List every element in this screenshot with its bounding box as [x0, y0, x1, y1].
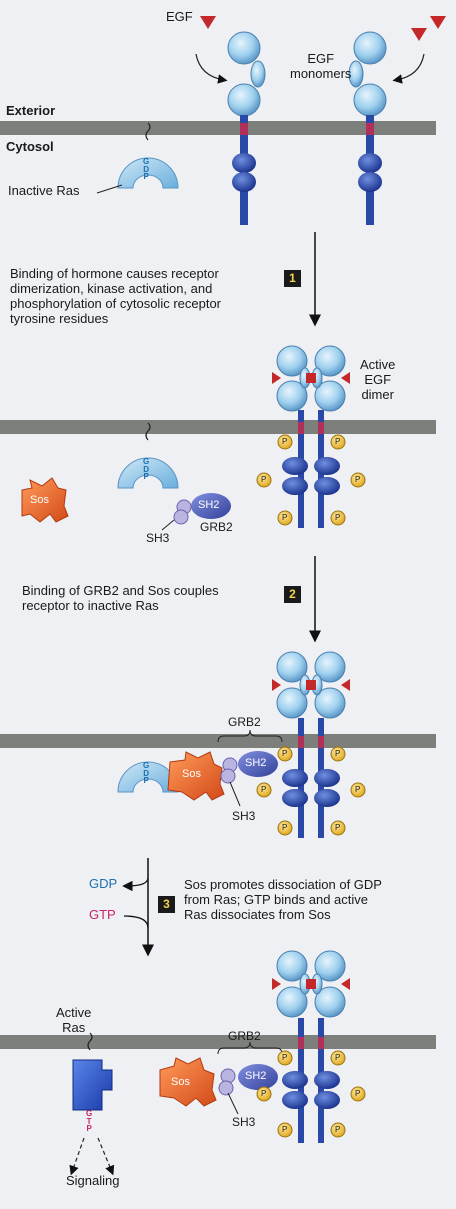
egf-ligand-3	[430, 16, 446, 29]
sos-label-2: Sos	[30, 494, 49, 506]
phosphate-label: P	[335, 437, 341, 446]
phosphate-label: P	[261, 785, 267, 794]
active-egf-dimer-label: Active EGF dimer	[360, 357, 396, 402]
cytosol-label: Cytosol	[6, 139, 54, 154]
membrane-1	[0, 121, 436, 135]
phosphate-label: P	[335, 1053, 341, 1062]
active-egf-dimer-3	[272, 651, 350, 838]
egf-bind-arrow-1	[195, 53, 228, 84]
egf-receptor-monomer-1	[227, 31, 266, 225]
phosphate-label: P	[261, 475, 267, 484]
phosphate-label: P	[335, 1125, 341, 1134]
phosphate-label: P	[282, 437, 288, 446]
signaling-label: Signaling	[66, 1173, 120, 1188]
sh3-label-2: SH3	[146, 531, 170, 545]
phosphate-label: P	[335, 749, 341, 758]
inactive-ras-label: Inactive Ras	[8, 183, 80, 198]
step-3-number: 3	[158, 896, 175, 913]
sos-protein-4	[159, 1057, 217, 1107]
ras-gdp-label-1: G D P	[143, 157, 150, 182]
sh2-label-4: SH2	[245, 1070, 267, 1082]
active-egf-dimer-4	[272, 950, 350, 1143]
phosphate-label: P	[282, 823, 288, 832]
egf-ligand-2	[411, 28, 427, 41]
ras-gdp-label-2: G D P	[143, 457, 150, 482]
inactive-ras-2	[117, 422, 179, 489]
phosphate-label: P	[261, 1089, 267, 1098]
sos-label-3: Sos	[182, 768, 201, 780]
gtp-label: GTP	[89, 907, 116, 922]
membrane-4	[0, 1035, 436, 1049]
phosphate-label: P	[282, 1053, 288, 1062]
step-2-number: 2	[284, 586, 301, 603]
phosphate-label: P	[335, 513, 341, 522]
sos-label-4: Sos	[171, 1076, 190, 1088]
phosphate-label: P	[355, 475, 361, 484]
phosphate-label: P	[282, 749, 288, 758]
active-ras-4	[69, 1032, 115, 1176]
grb2-label-4: GRB2	[228, 1029, 261, 1043]
phosphate-groups	[256, 434, 366, 1138]
inactive-ras-1	[96, 122, 179, 194]
egf-bind-arrow-2	[392, 53, 425, 84]
step-3-text: Sos promotes dissociation of GDP from Ra…	[184, 877, 382, 922]
ras-sos-complex-3	[117, 751, 225, 801]
grb2-adaptor-4	[217, 1041, 283, 1115]
sh2-label-2: SH2	[198, 499, 220, 511]
grb2-adaptor-3	[217, 729, 283, 807]
step-1-number: 1	[284, 270, 301, 287]
grb2-bracket-4	[217, 1041, 283, 1055]
phosphate-label: P	[355, 1089, 361, 1098]
sh2-label-3: SH2	[245, 757, 267, 769]
sos-protein-2	[21, 477, 69, 523]
phosphate-label: P	[335, 823, 341, 832]
egf-label: EGF	[166, 9, 193, 24]
panel-4	[0, 950, 436, 1176]
phosphate-label: P	[355, 785, 361, 794]
sh3-label-3: SH3	[232, 809, 256, 823]
phosphate-label: P	[282, 513, 288, 522]
egf-receptor-monomer-2	[348, 31, 387, 225]
panel-2	[0, 345, 436, 643]
grb2-adaptor-2	[161, 493, 231, 531]
exterior-label: Exterior	[6, 103, 56, 118]
active-egf-dimer-2	[272, 345, 350, 528]
grb2-label-3: GRB2	[228, 715, 261, 729]
membrane-2	[0, 420, 436, 434]
gtp-entry-arrow	[123, 915, 149, 929]
grb2-label-2: GRB2	[200, 520, 233, 534]
egf-monomers-label: EGF monomers	[290, 51, 352, 81]
phosphate-label: P	[282, 1125, 288, 1134]
panel-1	[0, 16, 446, 327]
panel-3	[0, 651, 436, 957]
egf-ligand-1	[200, 16, 216, 29]
ras-gdp-label-3: G D P	[143, 761, 150, 786]
step-1-text: Binding of hormone causes receptor dimer…	[10, 266, 222, 326]
step-2-text: Binding of GRB2 and Sos couples receptor…	[22, 583, 219, 613]
gdp-label: GDP	[89, 876, 118, 891]
gdp-release-arrow	[122, 877, 149, 892]
active-ras-label: Active Ras	[56, 1005, 92, 1035]
sh3-label-4: SH3	[232, 1115, 256, 1129]
ras-gtp-label-4: G T P	[86, 1109, 93, 1134]
grb2-bracket-3	[217, 729, 283, 743]
